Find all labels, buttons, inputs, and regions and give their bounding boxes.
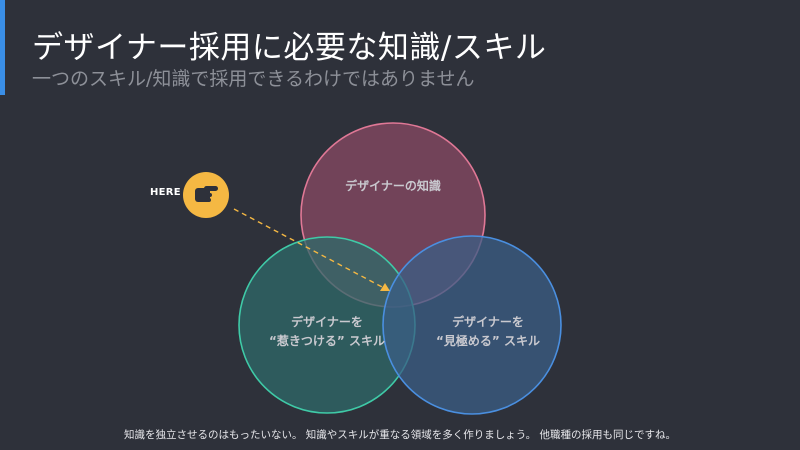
pointer-arrowhead bbox=[380, 283, 390, 291]
pointing-hand-icon bbox=[183, 172, 229, 218]
label-attract-skill: デザイナーを “惹きつける” スキル bbox=[269, 315, 385, 348]
circle-evaluate-skill bbox=[382, 235, 562, 415]
label-evaluate-skill: デザイナーを “見極める” スキル bbox=[436, 315, 540, 348]
page-title: デザイナー採用に必要な知識/スキル bbox=[32, 30, 547, 66]
here-label: HERE bbox=[150, 187, 181, 198]
page-subtitle: 一つのスキル/知識で採用できるわけではありません bbox=[32, 68, 475, 90]
label-designer-knowledge: デザイナーの知識 bbox=[345, 179, 441, 193]
accent-bar bbox=[0, 0, 5, 95]
pointer-arrow bbox=[233, 208, 387, 290]
footnote: 知識を独立させるのはもったいない。 知識やスキルが重なる領域を多く作りましょう。… bbox=[123, 429, 677, 441]
